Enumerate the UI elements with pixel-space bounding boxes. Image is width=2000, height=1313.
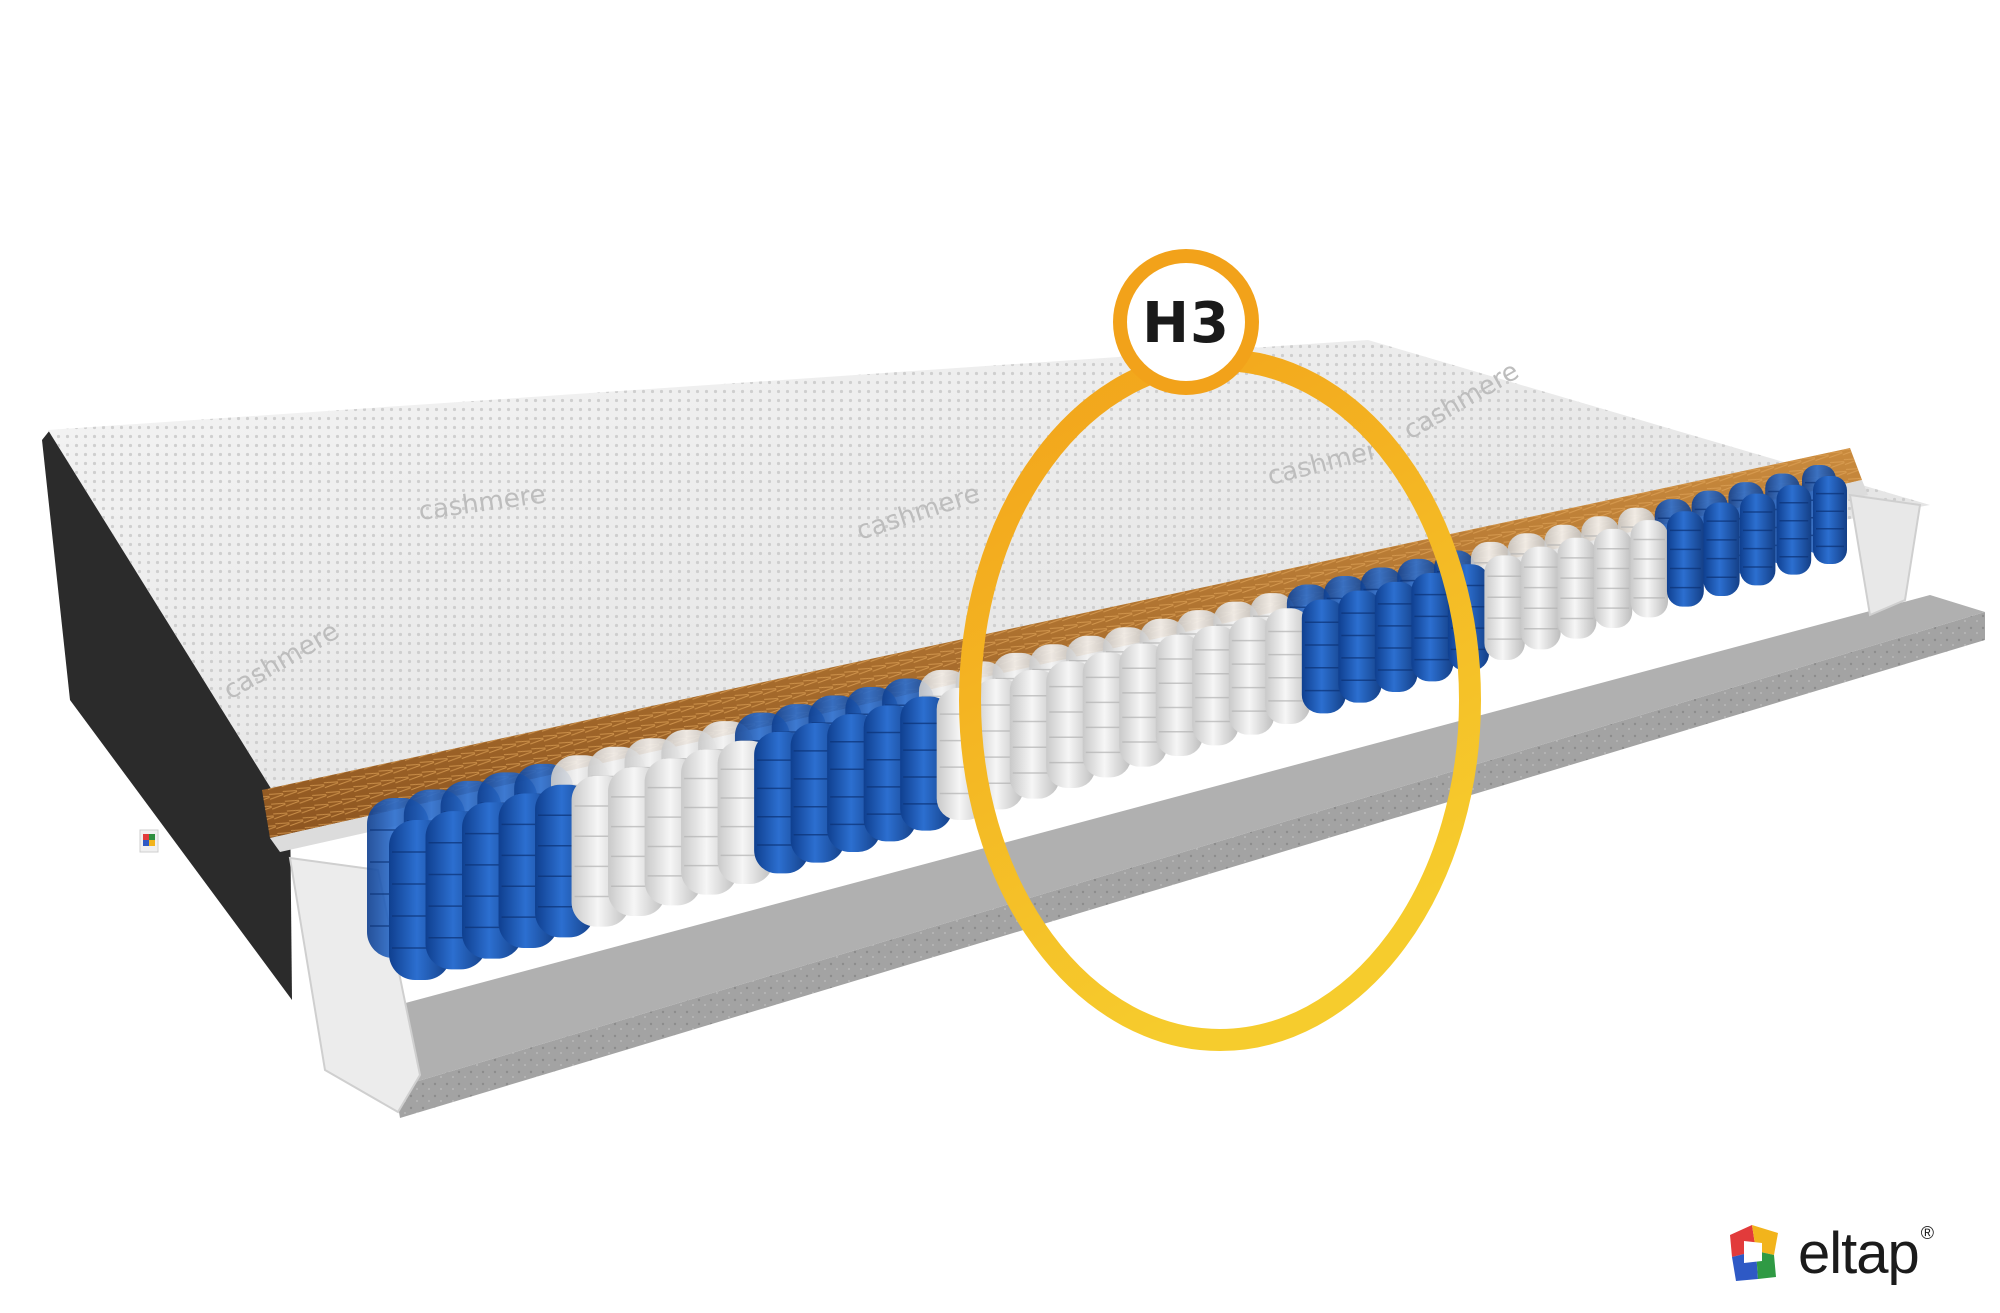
side-label-icon — [139, 829, 159, 853]
base-felt-layer — [395, 612, 1985, 1118]
registered-mark: ® — [1920, 1222, 1935, 1243]
firmness-indicator: H3 — [959, 249, 1481, 1051]
white-pocket-spring — [1557, 537, 1597, 639]
firmness-badge-circle — [1113, 249, 1259, 395]
white-pocket-spring — [1192, 625, 1239, 746]
white-pocket-spring — [1520, 546, 1561, 650]
pocket-springs — [367, 465, 1847, 980]
blue-pocket-spring — [1666, 511, 1704, 607]
white-pocket-spring — [1484, 555, 1525, 660]
eltap-color-cube-icon — [1730, 1225, 1778, 1281]
foam-edge-back — [1848, 493, 1922, 617]
blue-pocket-spring — [1703, 502, 1740, 596]
spring-bed-floor — [395, 595, 1985, 1088]
blue-pocket-spring — [1338, 590, 1382, 703]
blue-pocket-spring — [1374, 581, 1418, 692]
white-pocket-spring — [1228, 617, 1275, 735]
blue-pocket-spring — [1776, 484, 1812, 575]
blue-pocket-spring — [1411, 573, 1454, 682]
blue-pocket-spring — [1739, 493, 1776, 586]
white-pocket-spring — [1630, 520, 1669, 618]
white-pocket-spring — [1593, 528, 1633, 628]
brand-logo: eltap ® — [1722, 1218, 1934, 1288]
blue-pocket-spring — [1301, 599, 1346, 714]
firmness-badge-text: H3 — [1142, 291, 1230, 356]
white-pocket-spring — [1265, 608, 1311, 724]
brand-name: eltap — [1798, 1220, 1920, 1286]
side-border — [42, 430, 292, 1000]
blue-pocket-spring — [1813, 476, 1847, 564]
